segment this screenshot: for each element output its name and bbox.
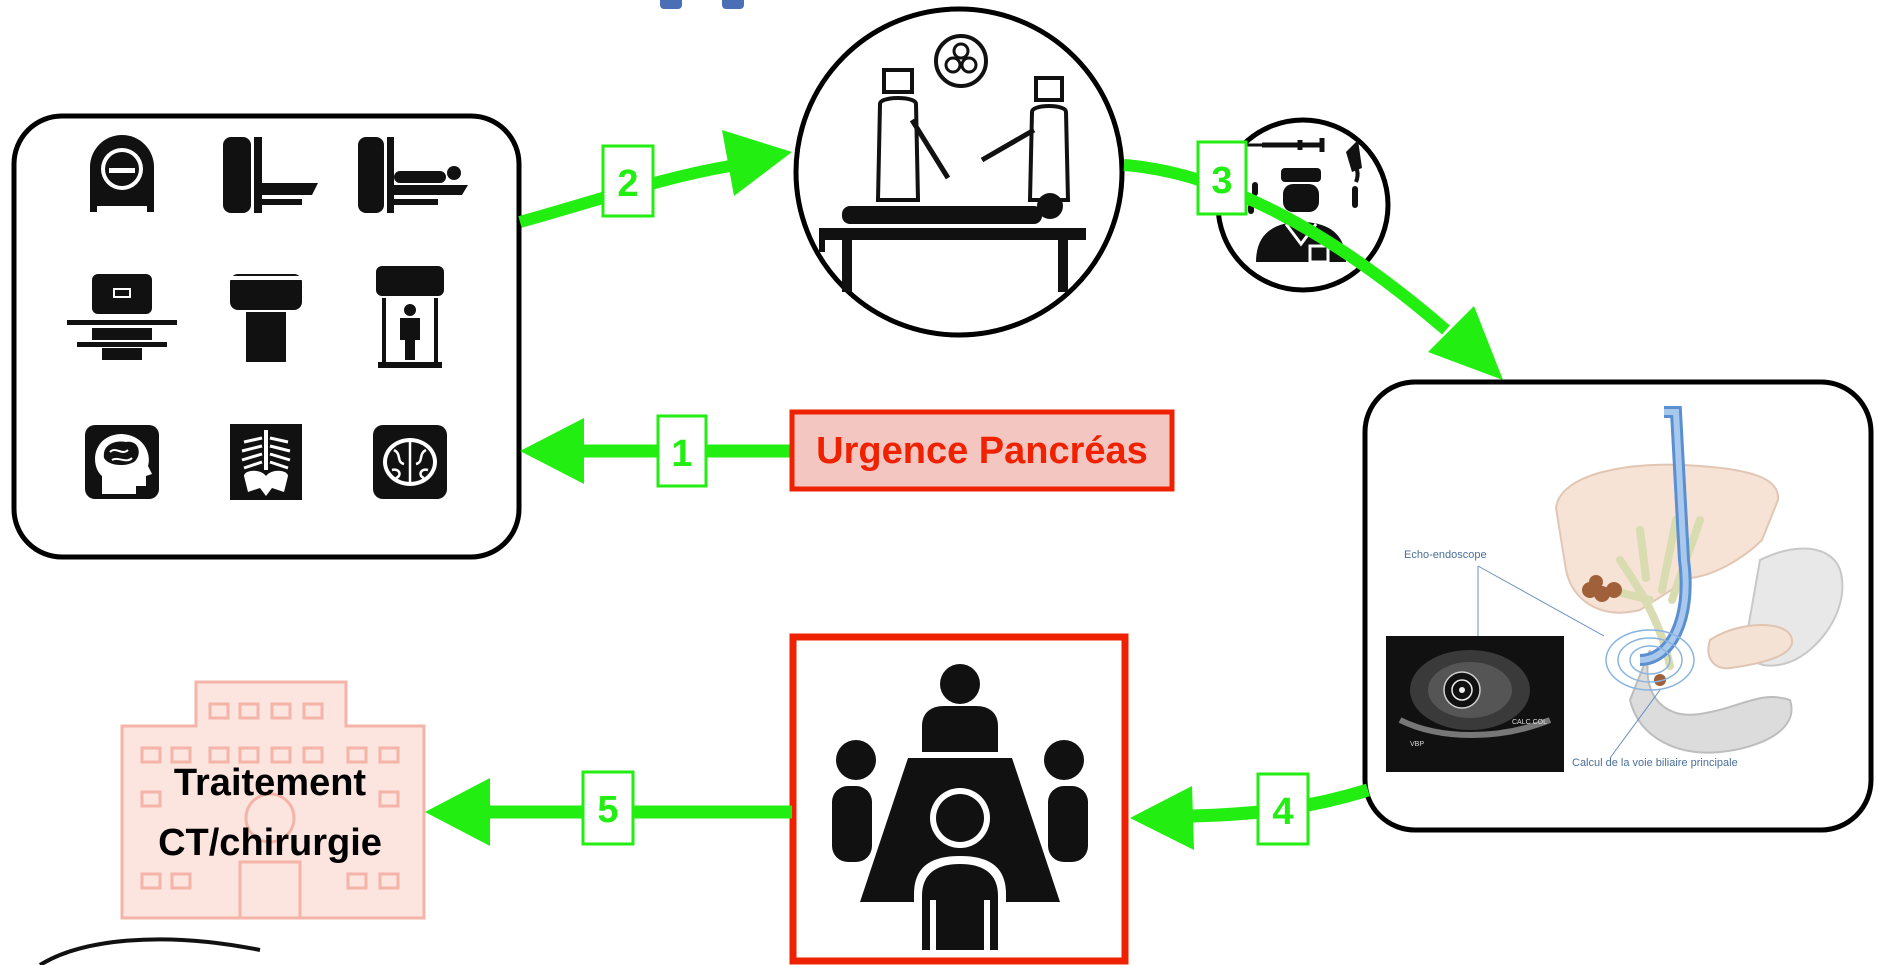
meeting-box bbox=[789, 633, 1129, 965]
surgery-circle bbox=[793, 6, 1125, 338]
c-arm-icon bbox=[230, 274, 302, 362]
mri-scanner-icon bbox=[90, 135, 154, 212]
anesthetist-icon bbox=[1238, 138, 1362, 264]
us-tag-right: CALC COL bbox=[1512, 719, 1547, 726]
echo-endoscope-label: Echo-endoscope bbox=[1404, 549, 1487, 561]
brain-icon bbox=[373, 425, 447, 499]
ultrasound-image: VBP CALC COL bbox=[1386, 636, 1564, 772]
step-box-1: 1 bbox=[656, 414, 708, 488]
imaging-modalities-box bbox=[11, 113, 522, 560]
calcul-label: Calcul de la voie biliaire principale bbox=[1572, 757, 1738, 769]
treatment-line-2: CT/chirurgie bbox=[158, 822, 382, 864]
multidisciplinary-meeting-icon bbox=[832, 664, 1088, 950]
arrow-5 bbox=[425, 778, 792, 846]
step-number-4: 4 bbox=[1272, 791, 1293, 833]
step-number-2: 2 bbox=[617, 163, 638, 205]
step-number-5: 5 bbox=[597, 789, 618, 831]
ct-patient-icon bbox=[358, 137, 468, 213]
us-tag-left: VBP bbox=[1410, 741, 1424, 748]
step-box-3: 3 bbox=[1196, 140, 1248, 216]
pet-scanner-icon bbox=[67, 274, 177, 360]
step-number-1: 1 bbox=[671, 433, 692, 475]
ultrasound-waves bbox=[1605, 629, 1695, 691]
arrow-3 bbox=[1123, 159, 1503, 380]
arrow-2 bbox=[518, 130, 792, 228]
partial-circle-outline bbox=[38, 937, 261, 965]
pancreas-shape bbox=[1707, 624, 1794, 670]
liver-shape bbox=[1554, 463, 1780, 614]
arrow-4 bbox=[1130, 783, 1370, 850]
top-logo-fragment bbox=[660, 0, 744, 9]
body-scanner-icon bbox=[376, 266, 444, 368]
endoscopy-box: Echo-endoscope Calcul de la voie biliair… bbox=[1362, 379, 1874, 833]
urgence-pancreas-label: Urgence Pancréas bbox=[816, 430, 1148, 472]
chest-xray-icon bbox=[230, 424, 302, 500]
surgeons-operating-icon bbox=[819, 34, 1086, 292]
step-box-5: 5 bbox=[581, 770, 635, 846]
hospital-building-icon bbox=[120, 680, 426, 920]
ct-scanner-side-icon bbox=[223, 137, 318, 213]
gallstones bbox=[1582, 575, 1666, 686]
arrow-1 bbox=[520, 418, 792, 484]
step-number-3: 3 bbox=[1211, 160, 1232, 202]
arrows bbox=[425, 130, 1503, 850]
step-box-4: 4 bbox=[1256, 772, 1310, 846]
step-box-2: 2 bbox=[601, 144, 655, 218]
urgence-pancreas-box: Urgence Pancréas bbox=[789, 409, 1175, 492]
brain-head-icon bbox=[85, 425, 159, 499]
duodenum-shape bbox=[1628, 649, 1793, 754]
treatment-line-1: Traitement bbox=[174, 762, 367, 804]
bile-ducts bbox=[1606, 516, 1704, 670]
